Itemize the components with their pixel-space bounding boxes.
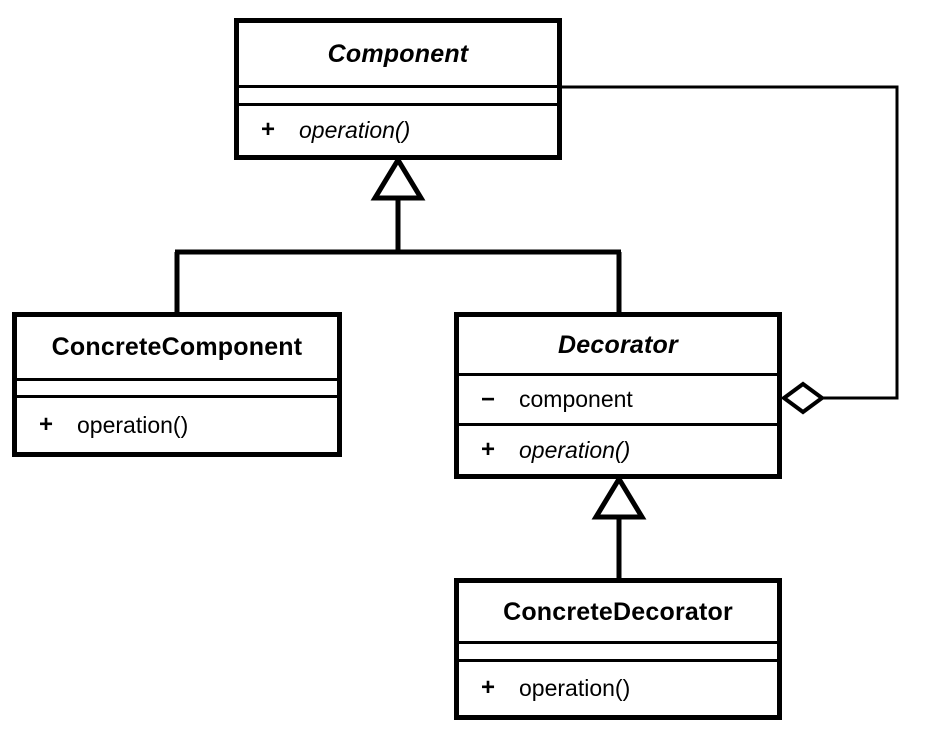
visibility-marker: + [481, 436, 496, 463]
attributes-compartment-concrete-component [17, 377, 337, 396]
visibility-marker: + [39, 411, 54, 439]
visibility-marker: − [481, 385, 496, 413]
generalization-arrowhead-icon [370, 155, 426, 201]
attribute-row-decorator-component: − component [459, 373, 777, 423]
operation-row-concrete-decorator-operation: + operation() [459, 659, 777, 714]
attributes-compartment-concrete-decorator [459, 641, 777, 659]
class-name-decorator: Decorator [459, 317, 777, 373]
generalization-component-bus [174, 155, 622, 314]
class-box-decorator[interactable]: Decorator − component + operation() [454, 312, 782, 479]
operation-row-concrete-component-operation: + operation() [17, 395, 337, 452]
class-box-concrete-component[interactable]: ConcreteComponent + operation() [12, 312, 342, 457]
operation-label: operation() [519, 674, 631, 701]
class-box-component[interactable]: Component + operation() [234, 18, 562, 160]
operation-row-component-operation: + operation() [239, 102, 557, 155]
visibility-marker: + [481, 674, 496, 701]
attribute-label: component [519, 386, 633, 412]
class-name-concrete-component: ConcreteComponent [17, 317, 337, 378]
operation-label: operation() [519, 436, 631, 463]
operation-label: operation() [77, 411, 189, 438]
generalization-concrete-decorator-to-decorator [591, 474, 647, 578]
attributes-compartment-component [239, 85, 557, 103]
generalization-arrowhead-icon [591, 474, 647, 520]
visibility-marker: + [261, 116, 276, 144]
class-name-concrete-decorator: ConcreteDecorator [459, 583, 777, 641]
aggregation-diamond-icon [780, 381, 826, 415]
operation-label: operation() [299, 116, 411, 143]
class-name-component: Component [239, 23, 557, 86]
class-box-concrete-decorator[interactable]: ConcreteDecorator + operation() [454, 578, 782, 720]
operation-row-decorator-operation: + operation() [459, 423, 777, 474]
